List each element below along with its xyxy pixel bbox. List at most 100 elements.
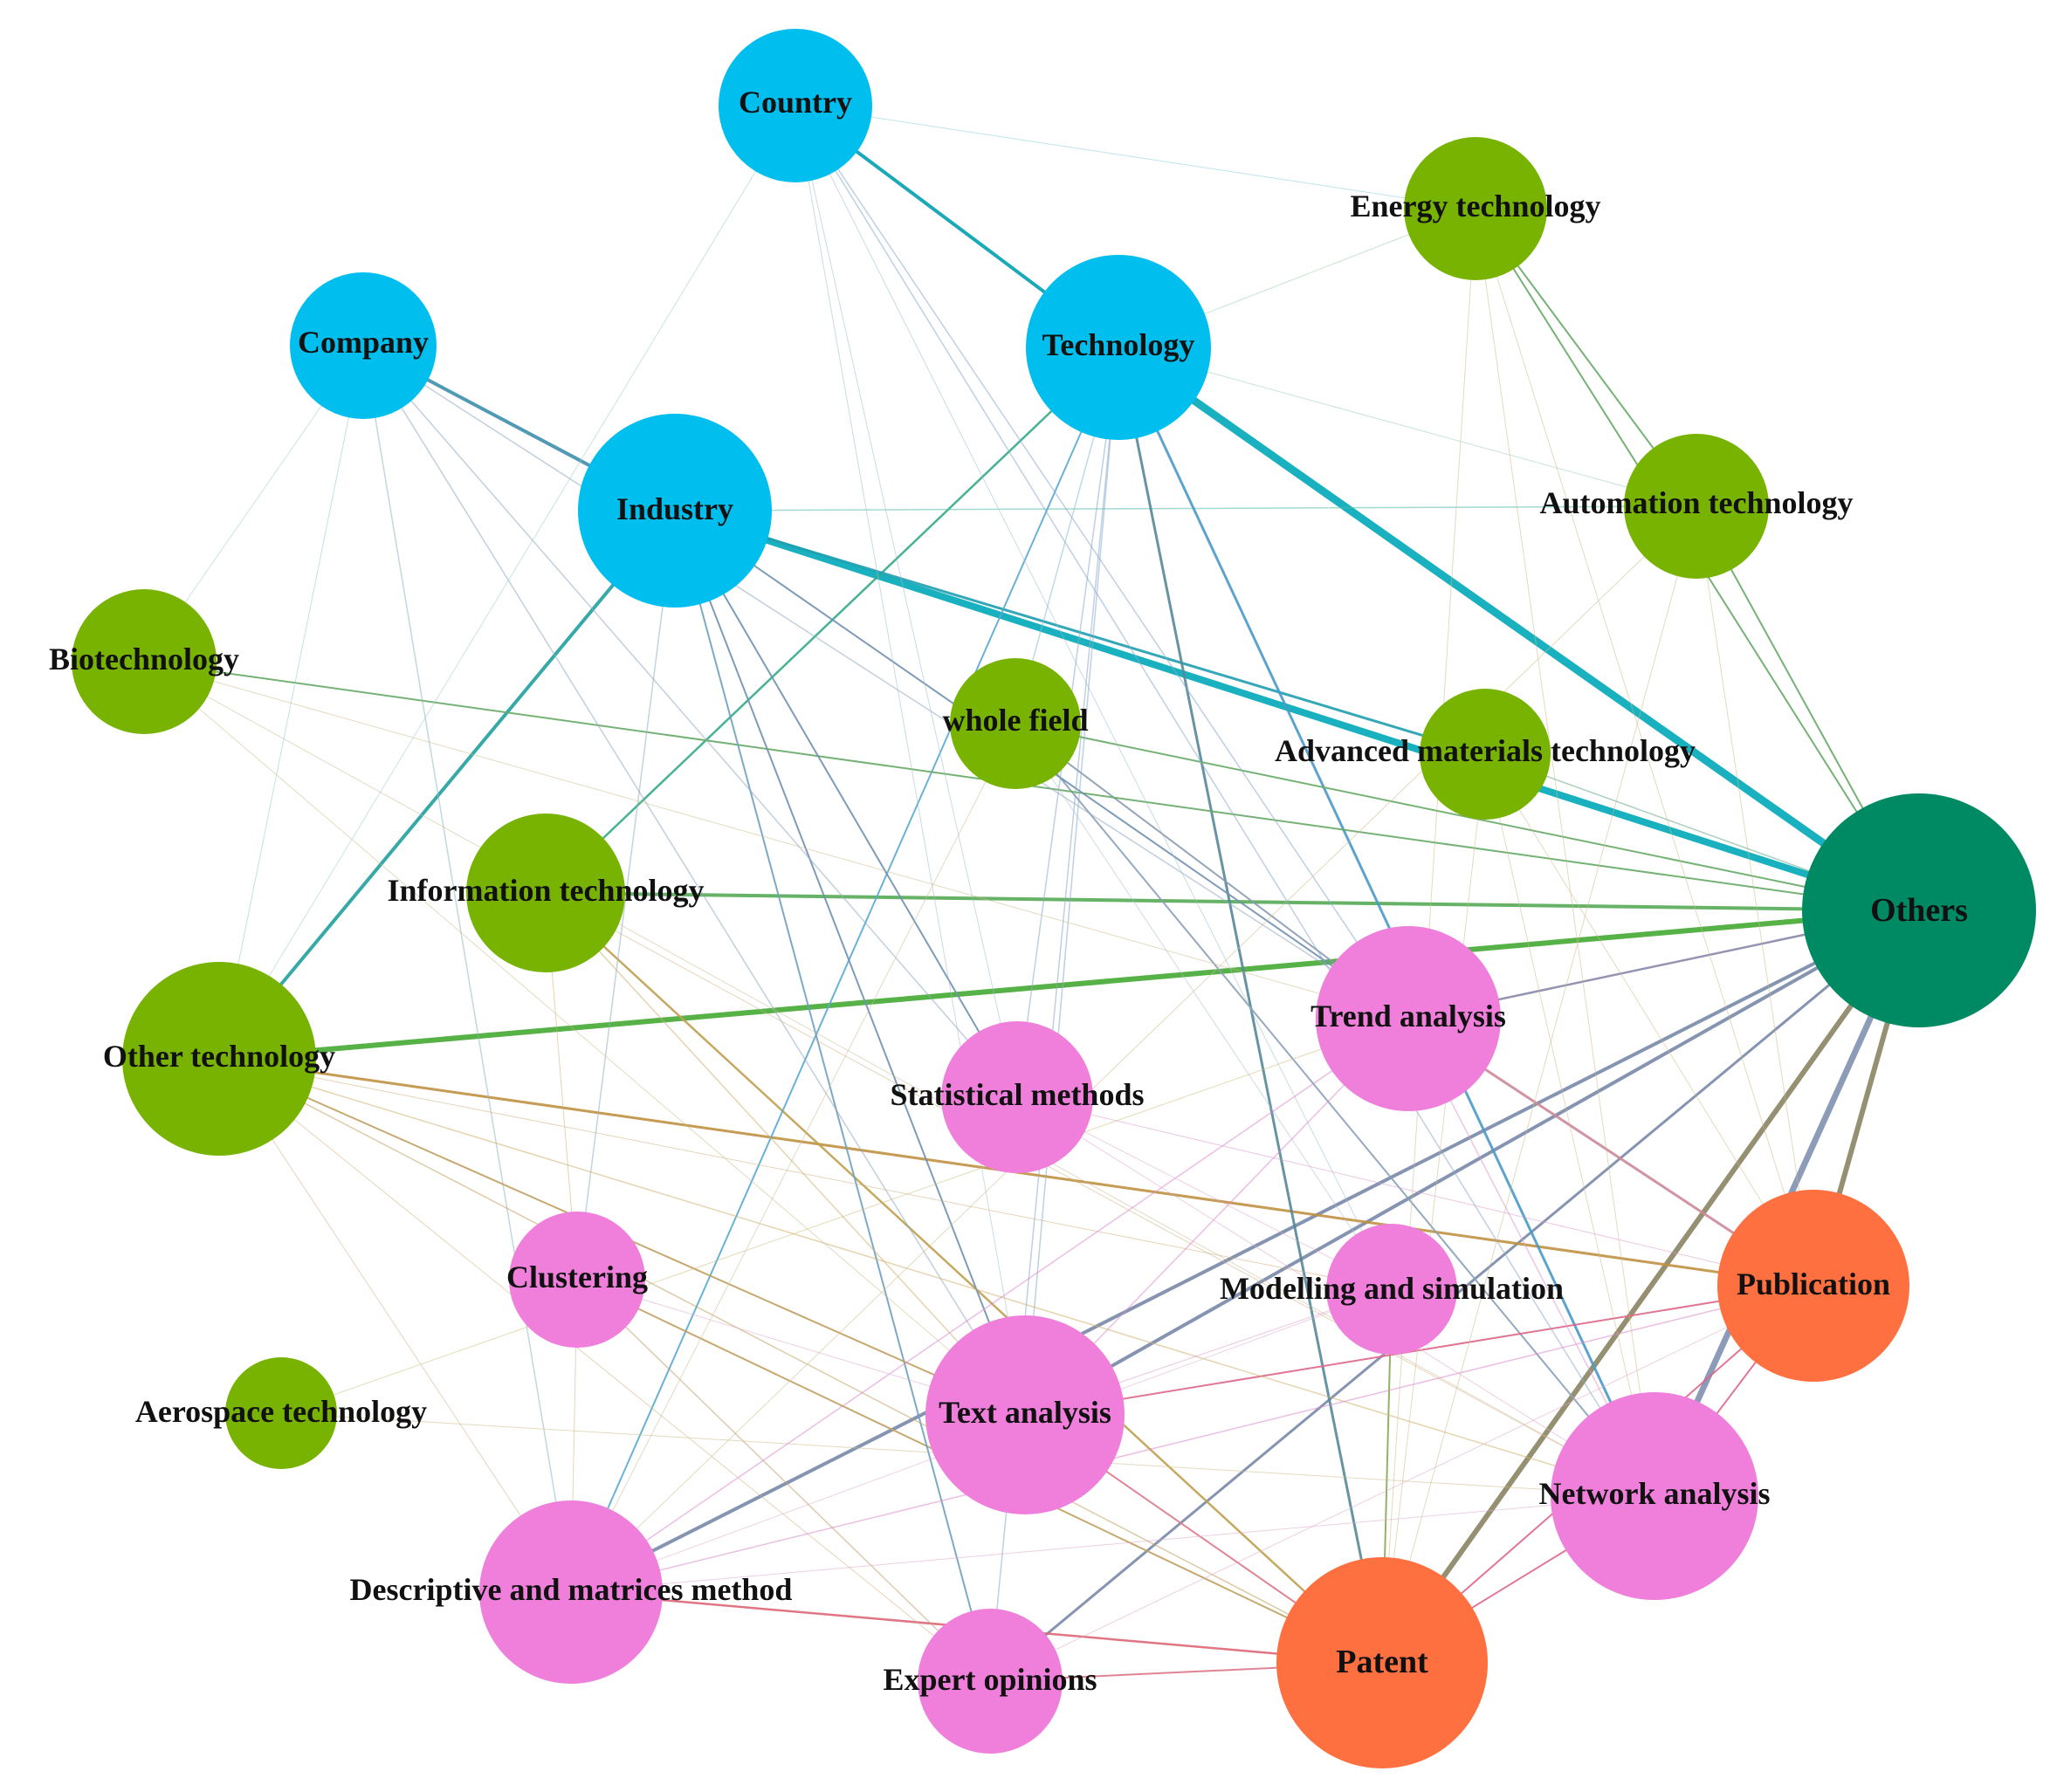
- edge-trend-descriptive: [570, 1018, 1409, 1593]
- edge-company-trend: [362, 345, 1409, 1020]
- node-label-automation: Automation technology: [1540, 485, 1854, 520]
- edge-automation-publication: [1696, 505, 1814, 1287]
- edge-technology-descriptive: [570, 347, 1119, 1593]
- edge-othertech-patent: [218, 1058, 1383, 1664]
- node-label-whole: whole field: [943, 703, 1089, 738]
- node-descriptive: [479, 1500, 663, 1684]
- edge-technology-text: [1024, 347, 1119, 1416]
- edge-automation-patent: [1381, 505, 1697, 1664]
- edge-industry-othertech: [217, 509, 677, 1061]
- node-label-patent: Patent: [1336, 1644, 1428, 1680]
- edge-country-model: [795, 105, 1393, 1290]
- edge-expert-publication: [989, 1285, 1814, 1682]
- edge-industry-others: [671, 507, 1923, 914]
- node-label-descriptive: Descriptive and matrices method: [350, 1572, 793, 1607]
- node-advanced: [1420, 689, 1551, 820]
- edge-descriptive-publication: [570, 1285, 1814, 1593]
- node-label-expert: Expert opinions: [883, 1662, 1097, 1697]
- edge-company-stat: [362, 345, 1018, 1098]
- edge-energy-publication: [1475, 208, 1814, 1287]
- edge-technology-network: [1117, 346, 1656, 1498]
- edge-aero-trend: [280, 1018, 1409, 1414]
- edge-whole-descriptive: [570, 723, 1016, 1593]
- edge-country-stat: [795, 105, 1018, 1098]
- node-layer: [72, 29, 2036, 1768]
- edge-automation-descriptive: [570, 505, 1697, 1593]
- edge-advanced-publication: [1484, 753, 1814, 1287]
- edge-othertech-model: [218, 1058, 1393, 1290]
- node-label-industry: Industry: [616, 491, 733, 526]
- edge-biotech-network: [143, 661, 1655, 1497]
- edge-industry-text: [674, 510, 1026, 1416]
- node-label-aero: Aerospace technology: [135, 1394, 427, 1429]
- edge-descriptive-others: [569, 909, 1921, 1594]
- edge-stat-publication: [1016, 1096, 1814, 1287]
- node-others: [1802, 793, 2036, 1027]
- edge-industry-expert: [674, 510, 991, 1682]
- edge-info-text: [545, 892, 1026, 1416]
- edge-country-text: [795, 105, 1026, 1416]
- node-whole: [950, 658, 1081, 789]
- node-label-country: Country: [739, 85, 852, 120]
- node-label-stat: Statistical methods: [891, 1077, 1145, 1112]
- node-label-energy: Energy technology: [1351, 189, 1601, 223]
- node-aero: [225, 1357, 337, 1469]
- node-stat: [941, 1021, 1093, 1173]
- node-biotech: [72, 589, 217, 734]
- edge-country-othertech: [218, 105, 796, 1060]
- node-label-othertech: Other technology: [103, 1039, 335, 1074]
- edge-advanced-network: [1484, 753, 1655, 1497]
- edge-industry-cluster: [576, 510, 676, 1280]
- edge-industry-automation: [674, 505, 1697, 512]
- node-label-trend: Trend analysis: [1310, 999, 1506, 1033]
- edge-biotech-text: [143, 661, 1026, 1416]
- node-label-publication: Publication: [1737, 1267, 1890, 1301]
- edge-advanced-patent: [1381, 753, 1486, 1664]
- node-publication: [1717, 1190, 1909, 1382]
- edge-industry-stat: [674, 510, 1018, 1098]
- node-energy: [1404, 137, 1547, 280]
- node-expert: [918, 1609, 1063, 1754]
- node-label-technology: Technology: [1042, 327, 1195, 362]
- node-label-company: Company: [298, 325, 429, 360]
- edge-othertech-descriptive: [218, 1058, 572, 1593]
- node-label-advanced: Advanced materials technology: [1275, 733, 1696, 768]
- node-label-info: Information technology: [388, 873, 705, 908]
- node-label-model: Modelling and simulation: [1220, 1271, 1564, 1306]
- edge-country-trend: [795, 105, 1409, 1020]
- edge-company-text: [362, 345, 1026, 1416]
- node-industry: [578, 414, 772, 608]
- node-trend: [1316, 926, 1501, 1111]
- node-label-network: Network analysis: [1538, 1476, 1770, 1511]
- node-label-biotech: Biotechnology: [49, 642, 239, 676]
- edge-country-energy: [795, 105, 1476, 209]
- edge-whole-model: [1015, 723, 1393, 1290]
- node-model: [1326, 1224, 1457, 1355]
- edge-biotech-trend: [143, 661, 1409, 1020]
- node-info: [466, 814, 625, 972]
- edge-energy-network: [1475, 208, 1655, 1497]
- edge-info-patent: [544, 891, 1384, 1665]
- edge-country-network: [795, 105, 1655, 1497]
- edge-network-descriptive: [570, 1495, 1655, 1593]
- node-label-others: Others: [1870, 892, 1968, 929]
- node-othertech: [122, 962, 316, 1156]
- edge-info-network: [545, 892, 1655, 1497]
- edge-othertech-network: [218, 1058, 1655, 1497]
- edge-patent-others: [1379, 908, 1922, 1665]
- edge-technology-automation: [1118, 347, 1697, 507]
- node-technology: [1026, 255, 1211, 440]
- node-network: [1551, 1392, 1758, 1600]
- edge-othertech-expert: [218, 1058, 991, 1682]
- edge-cluster-expert: [576, 1279, 991, 1682]
- node-label-cluster: Clustering: [506, 1260, 648, 1294]
- edge-technology-others: [1114, 343, 1923, 915]
- edge-whole-network: [1015, 723, 1655, 1497]
- edge-info-others: [544, 891, 1921, 912]
- node-patent: [1276, 1557, 1488, 1768]
- edge-company-othertech: [218, 345, 364, 1060]
- node-label-text: Text analysis: [939, 1395, 1111, 1430]
- node-automation: [1624, 434, 1769, 579]
